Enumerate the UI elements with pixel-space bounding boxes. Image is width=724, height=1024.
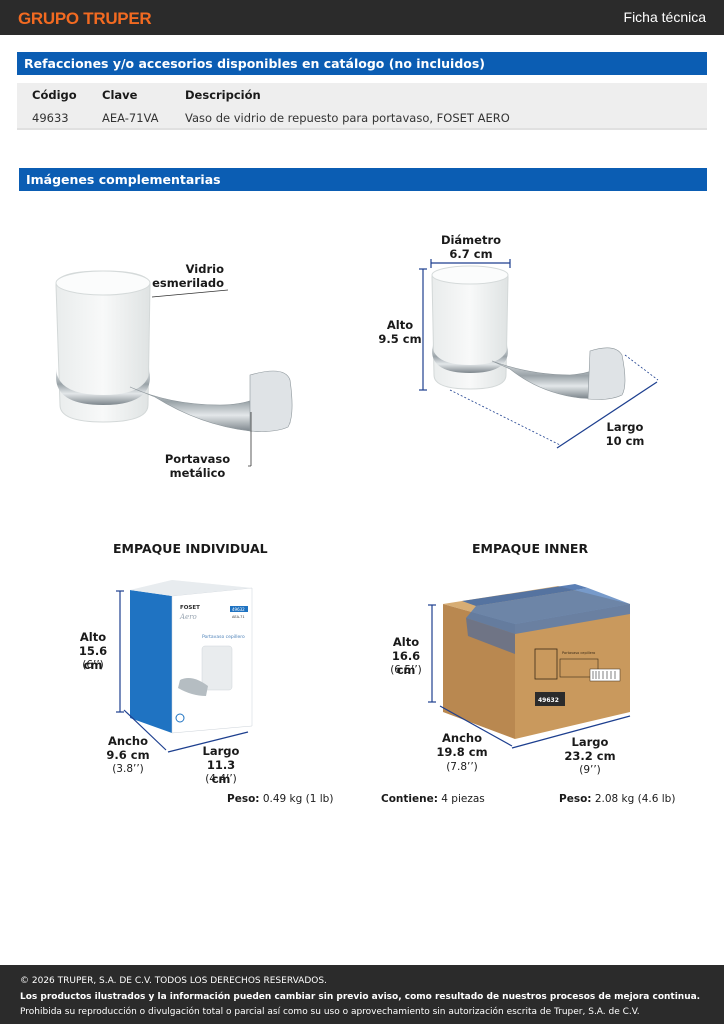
inner-weight-label: Peso: bbox=[559, 793, 592, 805]
label-diameter: Diámetro bbox=[440, 233, 502, 247]
images-section-title: Imágenes complementarias bbox=[19, 168, 707, 191]
inner-height-inches: (6.5’’) bbox=[390, 664, 422, 676]
inner-weight-value: 2.08 kg (4.6 lb) bbox=[594, 793, 676, 805]
inner-length-value: 23.2 cm bbox=[564, 749, 616, 763]
value-diameter: 6.7 cm bbox=[449, 247, 493, 261]
individual-width-label: Ancho bbox=[108, 734, 148, 748]
box-code: 49632 bbox=[232, 607, 245, 612]
column-header-key: Clave bbox=[102, 88, 138, 102]
individual-width-value: 9.6 cm bbox=[106, 748, 150, 762]
column-header-description: Descripción bbox=[185, 88, 261, 102]
individual-width-line bbox=[123, 709, 167, 751]
callout-line-glass bbox=[151, 289, 229, 298]
dimension-length-line bbox=[556, 381, 658, 449]
accessories-section-title: Refacciones y/o accesorios disponibles e… bbox=[17, 52, 707, 75]
inner-height-value: 16.6 cm bbox=[391, 649, 421, 677]
inner-width-label: Ancho bbox=[442, 731, 482, 745]
individual-height-inches: (6’’) bbox=[82, 659, 104, 671]
label-height: Alto bbox=[386, 318, 414, 332]
dimension-height-line bbox=[419, 268, 427, 391]
individual-height-value: 15.6 cm bbox=[78, 644, 108, 672]
individual-weight-label: Peso: bbox=[227, 793, 260, 805]
inner-height-label: Alto bbox=[392, 635, 420, 649]
inner-box-image: 49632 Portavaso cepillero bbox=[443, 584, 630, 739]
document-type: Ficha técnica bbox=[623, 9, 706, 25]
inner-length-line bbox=[511, 715, 631, 749]
box-series: Aero bbox=[179, 613, 197, 621]
inner-contents-value: 4 piezas bbox=[441, 793, 485, 805]
dimension-diameter-line bbox=[430, 259, 511, 268]
value-height: 9.5 cm bbox=[378, 332, 422, 346]
label-glass-2: esmerilado bbox=[152, 276, 224, 290]
individual-weight: Peso: 0.49 kg (1 lb) bbox=[227, 793, 333, 805]
label-glass-1: Vidrio bbox=[185, 262, 224, 276]
inner-width-value: 19.8 cm bbox=[436, 745, 488, 759]
footer-prohibition: Prohibida su reproducción o divulgación … bbox=[20, 1007, 640, 1017]
individual-width-inches: (3.8’’) bbox=[112, 763, 144, 775]
box-key: AEA-71 bbox=[232, 615, 245, 619]
inner-height-line bbox=[428, 604, 436, 703]
box-product: Portavaso cepillero bbox=[202, 634, 245, 640]
accessories-table: Código Clave Descripción 49633 AEA-71VA … bbox=[17, 83, 707, 130]
box-brand: FOSET bbox=[180, 605, 200, 611]
top-bar: GRUPO TRUPER Ficha técnica bbox=[0, 0, 724, 35]
inner-width-line bbox=[439, 705, 513, 747]
inner-contents: Contiene: 4 piezas bbox=[381, 793, 485, 805]
value-length: 10 cm bbox=[605, 434, 645, 448]
inner-length-inches: (9’’) bbox=[579, 764, 601, 776]
callout-line-holder bbox=[248, 412, 252, 467]
individual-height-line bbox=[116, 590, 124, 713]
inner-box-product: Portavaso cepillero bbox=[562, 651, 595, 655]
footer-notice: Los productos ilustrados y la informació… bbox=[20, 991, 701, 1002]
inner-package-title: EMPAQUE INNER bbox=[472, 541, 589, 556]
cell-description: Vaso de vidrio de repuesto para portavas… bbox=[185, 111, 510, 125]
label-length: Largo bbox=[606, 420, 644, 434]
cell-code: 49633 bbox=[32, 111, 69, 125]
footer: © 2026 TRUPER, S.A. DE C.V. TODOS LOS DE… bbox=[0, 965, 724, 1024]
individual-length-inches: (4.4’’) bbox=[205, 773, 237, 785]
brand-logo: GRUPO TRUPER bbox=[18, 9, 152, 28]
individual-length-value: 11.3 cm bbox=[206, 758, 236, 786]
footer-copyright: © 2026 TRUPER, S.A. DE C.V. TODOS LOS DE… bbox=[20, 976, 327, 986]
individual-length-line bbox=[167, 731, 249, 753]
individual-height-label: Alto bbox=[79, 630, 107, 644]
individual-package-title: EMPAQUE INDIVIDUAL bbox=[113, 541, 268, 556]
individual-length-label: Largo bbox=[202, 744, 240, 758]
inner-length-label: Largo bbox=[571, 735, 609, 749]
product-image-left bbox=[55, 270, 293, 432]
product-image-right bbox=[431, 265, 659, 446]
inner-weight: Peso: 2.08 kg (4.6 lb) bbox=[559, 793, 675, 805]
cell-key: AEA-71VA bbox=[102, 111, 159, 125]
individual-weight-value: 0.49 kg (1 lb) bbox=[262, 793, 334, 805]
inner-box-code: 49632 bbox=[538, 697, 559, 704]
inner-width-inches: (7.8’’) bbox=[446, 761, 478, 773]
inner-contents-label: Contiene: bbox=[381, 793, 438, 805]
individual-box-image: FOSET Aero Portavaso cepillero 49632 AEA… bbox=[130, 580, 253, 734]
label-holder: Portavaso metálico bbox=[164, 452, 231, 480]
column-header-code: Código bbox=[32, 88, 77, 102]
